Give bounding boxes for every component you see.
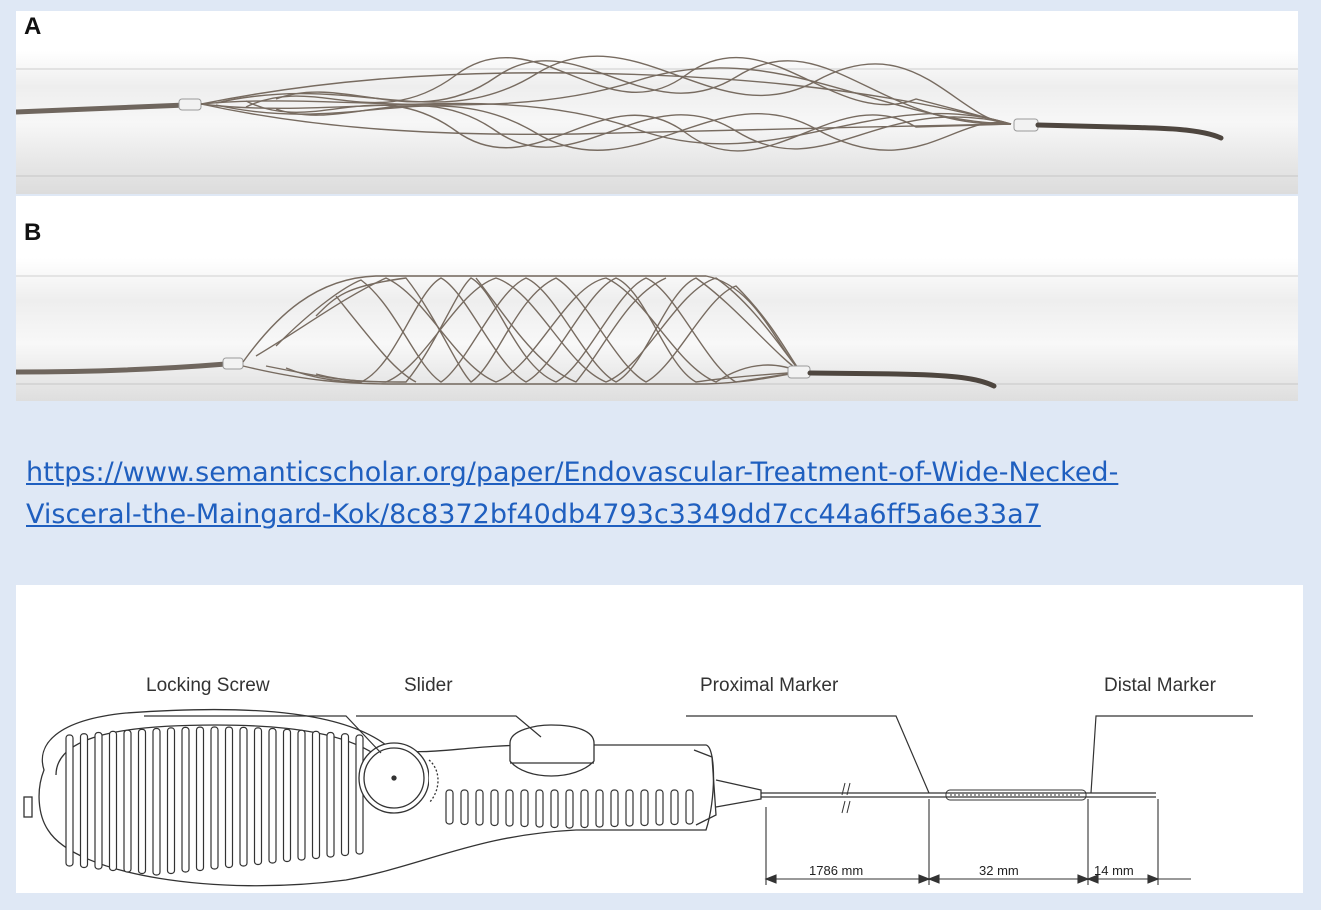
callout-distal-marker: Distal Marker (1104, 675, 1217, 696)
grip-rib (580, 789, 589, 829)
grip-rib (239, 726, 248, 867)
grip-rib (166, 727, 176, 875)
grip-rib (210, 726, 219, 870)
stent-photo-b (16, 258, 1298, 401)
callout-slider: Slider (404, 675, 453, 696)
device-diagram-panel: Locking Screw Slider Proximal Marker Dis… (16, 585, 1303, 893)
grip-rib (355, 734, 364, 855)
grip-rib (137, 728, 147, 875)
photo-panel-a: A (16, 11, 1298, 194)
photo-panel-b: B (16, 196, 1298, 401)
panel-a-label: A (24, 13, 42, 40)
source-link-line-2[interactable]: Visceral-the-Maingard-Kok/8c8372bf40db47… (26, 499, 1041, 530)
grip-rib (565, 789, 574, 829)
grip-rib (670, 789, 679, 826)
grip-rib (475, 789, 484, 826)
grip-rib (535, 789, 544, 828)
stent-photo-a (16, 51, 1298, 194)
grip-rib (655, 789, 664, 826)
grip-rib (152, 727, 161, 876)
grip-rib (625, 789, 634, 827)
grip-rib (253, 727, 263, 866)
grip-rib (685, 789, 694, 825)
grip-rib (268, 727, 277, 864)
grip-rib (460, 789, 469, 826)
source-link-block: https://www.semanticscholar.org/paper/En… (26, 452, 1306, 536)
grip-rib (79, 733, 89, 869)
grip-rib (123, 729, 132, 873)
grip-rib (195, 726, 205, 872)
dimension-label-2: 32 mm (979, 863, 1019, 878)
grip-rib (550, 789, 559, 829)
grip-rib (311, 730, 321, 860)
dimension-label-3: 14 mm (1094, 863, 1134, 878)
grip-rib (520, 789, 529, 828)
callout-locking-screw: Locking Screw (146, 675, 270, 696)
grip-rib (94, 731, 103, 870)
grip-rib (65, 734, 74, 867)
grip-rib (282, 728, 292, 863)
grip-rib (297, 729, 306, 861)
grip-rib (224, 726, 234, 869)
grip-rib (445, 789, 454, 825)
grip-rib (340, 733, 350, 857)
grip-rib (490, 789, 499, 827)
device-diagram: Locking Screw Slider Proximal Marker Dis… (23, 675, 1253, 887)
handle-ribs (65, 726, 694, 876)
panel-b-label: B (24, 219, 42, 246)
grip-rib (108, 730, 118, 872)
locking-screw (358, 742, 439, 814)
grip-rib (505, 789, 514, 827)
grip-rib (181, 726, 190, 873)
grip-rib (595, 789, 604, 828)
callout-proximal-marker: Proximal Marker (700, 675, 839, 696)
grip-rib (640, 789, 649, 827)
grip-rib (610, 789, 619, 828)
slider (509, 724, 595, 777)
dimension-label-1: 1786 mm (809, 863, 863, 878)
source-link-line-1[interactable]: https://www.semanticscholar.org/paper/En… (26, 457, 1119, 488)
grip-rib (326, 731, 335, 858)
